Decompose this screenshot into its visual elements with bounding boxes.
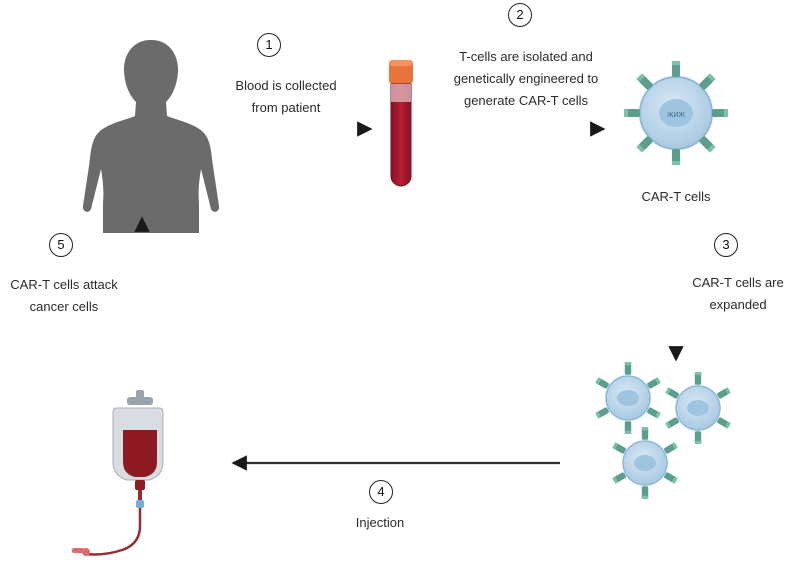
step-2-label-line-3: generate CAR-T cells [463,93,589,108]
step-4-badge: 4 [369,480,393,504]
step-2-label-line-1: T-cells are isolated and [459,49,593,64]
step-2-badge: 2 [508,3,532,27]
step-5-label: CAR-T cells attack cancer cells [3,274,125,318]
step-1-label-line-2: from patient [251,100,321,115]
step-2-label: T-cells are isolated and genetically eng… [437,46,615,112]
iv-bag-icon [72,390,164,556]
step-5-label-line-1: CAR-T cells attack [10,277,118,292]
step-3-badge: 3 [714,233,738,257]
step-2-label-line-2: genetically engineered to [453,71,599,86]
step-1-badge: 1 [257,33,281,57]
patient-silhouette-icon [82,40,220,233]
step-4-label: Injection [355,515,405,530]
cart-cells-label: CAR-T cells [641,189,711,204]
step-1-label-line-1: Blood is collected [235,78,337,93]
step-3-label: CAR-T cells are expanded [683,272,793,316]
step-3-label-line-1: CAR-T cells are [692,275,784,290]
expanded-cell-cluster-icon [595,362,731,499]
step-1-label: Blood is collected from patient [225,75,347,119]
step-3-label-line-2: expanded [709,297,767,312]
step-5-badge: 5 [49,233,73,257]
step-5-label-line-2: cancer cells [29,299,99,314]
svg-text:ЖИЖ: ЖИЖ [667,112,685,119]
blood-tube-icon [389,60,413,187]
car-t-cell-icon: ЖИЖ [624,61,728,165]
